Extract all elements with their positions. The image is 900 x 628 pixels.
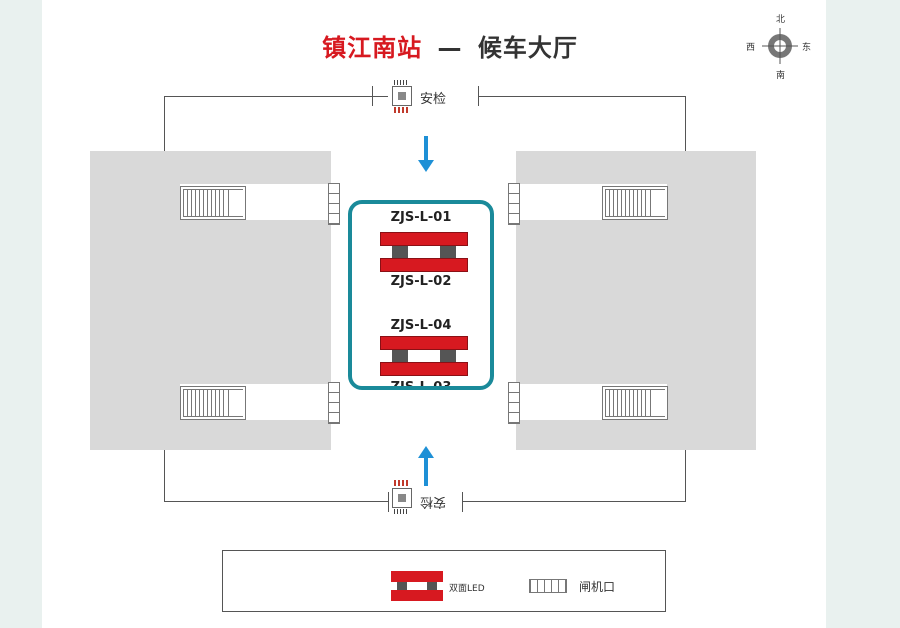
scanner-top-ticks bbox=[394, 80, 408, 85]
wall-south-right bbox=[462, 501, 686, 502]
checkpoint-south-post-right bbox=[462, 492, 463, 512]
checkpoint-north-post-left bbox=[372, 86, 373, 106]
escalator-icon bbox=[602, 186, 668, 220]
escalator-icon bbox=[180, 186, 246, 220]
title-separator: — bbox=[437, 34, 463, 62]
wall-north-right bbox=[478, 96, 686, 97]
wall-ne bbox=[685, 96, 686, 152]
security-scanner-icon bbox=[392, 86, 412, 106]
checkpoint-north-post-right bbox=[478, 86, 479, 106]
wall-north-left bbox=[164, 96, 388, 97]
screen-label-02: ZJS-L-02 bbox=[390, 274, 452, 289]
compass-north: 北 bbox=[776, 15, 786, 25]
wall-nw bbox=[164, 96, 165, 152]
gate-icon bbox=[328, 183, 340, 225]
page-title: 镇江南站 — 候车大厅 bbox=[0, 28, 900, 63]
legend-led-icon bbox=[391, 571, 443, 601]
arrow-up-icon bbox=[424, 458, 428, 486]
gate-icon bbox=[328, 382, 340, 424]
escalator-icon bbox=[180, 386, 246, 420]
arrow-up-head bbox=[418, 446, 434, 458]
wall-south-left bbox=[164, 501, 388, 502]
checkpoint-south-label: 安检 bbox=[420, 494, 447, 509]
legend-gate-label: 闸机口 bbox=[579, 580, 616, 594]
double-sided-led-screen bbox=[380, 336, 468, 376]
compass-south: 南 bbox=[776, 71, 786, 81]
checkpoint-south-post-left bbox=[388, 492, 389, 512]
hall-name: 候车大厅 bbox=[477, 34, 578, 62]
wall-sw bbox=[164, 450, 165, 502]
wall-se bbox=[685, 450, 686, 502]
compass-icon: 北 南 东 西 bbox=[746, 15, 811, 81]
gate-icon bbox=[508, 183, 520, 225]
compass-west: 西 bbox=[746, 43, 756, 53]
legend: 双面LED 闸机口 bbox=[222, 550, 666, 612]
arrow-down-head bbox=[418, 160, 434, 172]
compass-rose-icon bbox=[762, 28, 798, 64]
station-name: 镇江南站 bbox=[322, 34, 423, 62]
security-scanner-icon bbox=[392, 488, 412, 508]
legend-gate-icon bbox=[529, 579, 567, 593]
scanner-bottom-ticks bbox=[394, 509, 408, 514]
escalator-icon bbox=[602, 386, 668, 420]
arrow-down-icon bbox=[424, 136, 428, 162]
screen-label-01: ZJS-L-01 bbox=[390, 210, 452, 225]
scanner-exit-hatch bbox=[394, 107, 408, 113]
screen-label-03: ZJS-L-03 bbox=[390, 380, 452, 390]
compass-east: 东 bbox=[802, 43, 812, 53]
scanner-south-hatch bbox=[394, 480, 408, 486]
legend-led-label: 双面LED bbox=[449, 584, 485, 594]
checkpoint-north-label: 安检 bbox=[420, 92, 447, 107]
led-screen-zone: ZJS-L-01 ZJS-L-02 ZJS-L-04 ZJS-L-03 bbox=[348, 200, 494, 390]
double-sided-led-screen bbox=[380, 232, 468, 272]
screen-label-04: ZJS-L-04 bbox=[390, 318, 452, 333]
gate-icon bbox=[508, 382, 520, 424]
